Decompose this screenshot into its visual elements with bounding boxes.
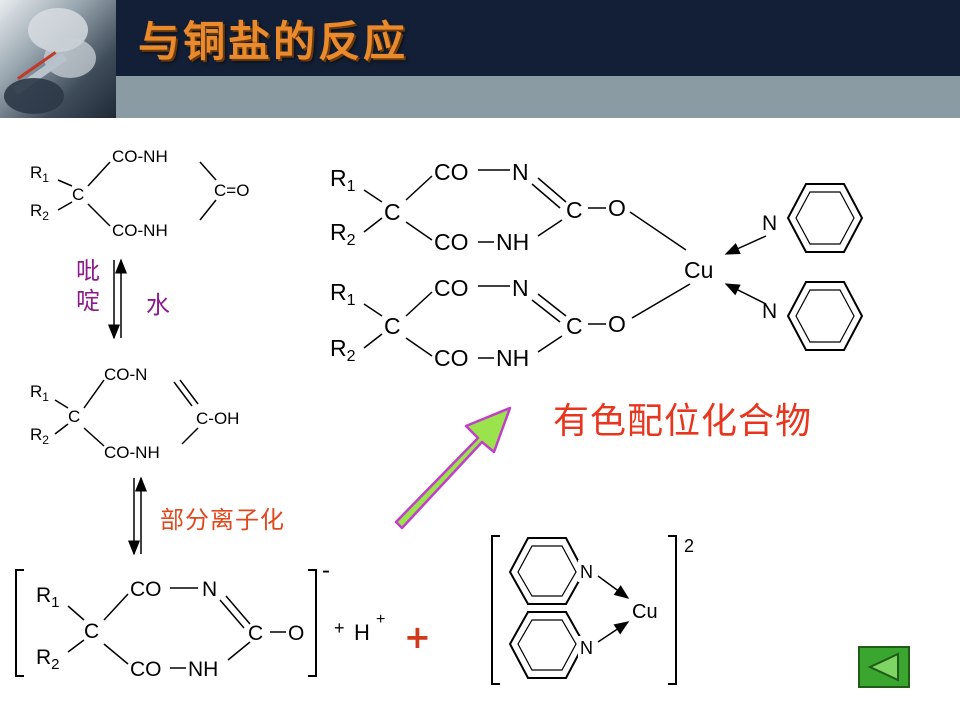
svg-text:C: C [248,622,263,645]
svg-text:C-OH: C-OH [196,409,239,428]
svg-text:N: N [512,159,529,185]
triangle-left-icon [867,652,899,682]
svg-text:R1: R1 [30,382,49,404]
barbiturate-anion-structure: R1 R2 C CO N CO NH C O - + H + [15,557,385,681]
svg-text:CO: CO [434,275,469,301]
svg-text:R2: R2 [36,646,60,673]
svg-text:O: O [288,622,304,645]
svg-text:N: N [762,300,777,323]
svg-text:2: 2 [684,536,694,556]
svg-text:CO-NH: CO-NH [112,221,168,240]
svg-text:NH: NH [188,658,218,681]
header-photo [0,0,116,118]
slide-title: 与铜盐的反应 [138,17,409,66]
back-button[interactable] [858,646,910,688]
svg-text:CO-NH: CO-NH [112,147,168,166]
svg-text:O: O [608,195,626,221]
svg-text:N: N [512,275,529,301]
svg-text:R1: R1 [36,584,60,611]
equilibrium-arrows-lower [128,476,147,556]
svg-text:CO-NH: CO-NH [104,443,160,462]
svg-text:R1: R1 [330,279,356,309]
svg-text:C: C [384,313,401,339]
product-complex-structure: R1 R2 C CO N CO NH C O R1 R2 C CO N CO N… [330,159,864,371]
lab-photo-image [4,8,96,114]
svg-text:R2: R2 [330,335,356,365]
svg-text:CO: CO [434,345,469,371]
svg-text:C: C [566,197,583,223]
svg-text:N: N [580,638,593,658]
svg-text:R1: R1 [30,163,49,185]
reagent-pyridine-label: 吡啶 [76,257,100,315]
svg-text:C=O: C=O [214,181,249,200]
title-bar [0,0,960,76]
svg-text:R1: R1 [330,165,356,195]
svg-text:C: C [384,199,401,225]
colored-complex-label: 有色配位化合物 [553,401,813,442]
title-bar-strip [0,76,960,118]
svg-text:Cu: Cu [632,601,658,623]
svg-text:R2: R2 [330,219,356,249]
partial-ionization-label: 部分离子化 [160,506,285,534]
svg-text:NH: NH [496,345,529,371]
plus-sign: + [404,618,431,656]
svg-text:-: - [322,557,330,584]
svg-text:CO-N: CO-N [104,365,147,384]
svg-text:CO: CO [130,578,162,601]
reagent-water-label: 水 [146,291,170,319]
svg-text:C: C [68,407,80,426]
svg-text:N: N [580,562,593,582]
svg-text:O: O [608,311,626,337]
svg-text:NH: NH [496,229,529,255]
svg-text:C: C [566,313,583,339]
svg-text:N: N [762,212,777,235]
svg-text:Cu: Cu [684,257,713,283]
equilibrium-arrows-upper [108,258,127,340]
pyridine-copper-complex: 2 N N Cu [491,535,694,685]
svg-text:N: N [202,578,217,601]
reaction-arrow-highlight [394,406,512,530]
svg-text:C: C [72,185,84,204]
svg-text:+: + [334,618,345,638]
svg-text:R2: R2 [30,425,49,447]
svg-text:CO: CO [434,229,469,255]
svg-text:CO: CO [130,658,162,681]
svg-text:R2: R2 [30,201,49,223]
barbiturate-keto-structure: R1 R2 C CO-NH CO-NH C=O [30,147,249,240]
svg-text:+: + [376,611,385,628]
svg-text:C: C [84,620,99,643]
barbiturate-enol-structure: R1 R2 C CO-N CO-NH C-OH [30,365,239,462]
svg-text:H: H [354,620,370,645]
svg-text:CO: CO [434,159,469,185]
